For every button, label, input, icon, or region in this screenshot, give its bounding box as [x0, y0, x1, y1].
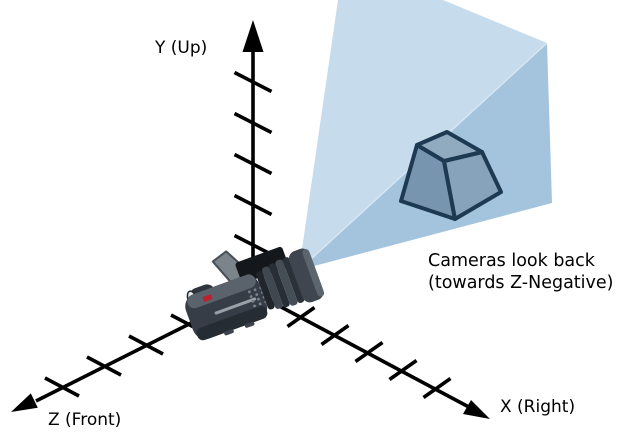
axis-tick: [233, 193, 273, 217]
camera-lens-hood: [288, 248, 324, 303]
annotation-line1: Cameras look back: [428, 251, 596, 271]
z-axis-arrowhead: [11, 393, 38, 412]
target-frustum-box: [399, 130, 503, 221]
y-axis-label: Y (Up): [154, 38, 207, 58]
camera-top-band: [235, 246, 289, 283]
x-axis-label: X (Right): [500, 397, 575, 417]
x-axis: [252, 290, 490, 419]
axis-tick: [233, 70, 273, 94]
x-axis-arrowhead: [463, 400, 490, 419]
axis-tick: [388, 359, 418, 381]
axis-tick: [286, 306, 316, 328]
camera-bottom-panel: [196, 306, 268, 341]
camera-light-stripe: [214, 297, 257, 315]
view-frustum: [298, 0, 552, 271]
record-indicator: [202, 294, 213, 302]
camera-lens-rings: [256, 257, 305, 310]
axis-tick: [128, 334, 164, 356]
y-axis-ticks: [233, 70, 273, 257]
axis-tick: [233, 233, 273, 257]
axis-tick: [320, 324, 350, 346]
camera-foot: [244, 321, 255, 328]
view-frustum-top-face: [299, 0, 547, 270]
axis-tick: [422, 377, 452, 399]
y-axis-arrowhead: [242, 20, 264, 52]
axis-tick: [86, 355, 122, 377]
axis-tick: [233, 152, 273, 176]
camera-foot: [224, 329, 234, 336]
annotation-line2: (towards Z-Negative): [428, 273, 613, 293]
z-axis-label: Z (Front): [48, 410, 121, 430]
camera-illustration: [185, 246, 325, 341]
box-top-face: [415, 130, 484, 163]
x-axis-ticks: [286, 306, 452, 399]
axis-tick: [233, 111, 273, 135]
axis-tick: [354, 341, 384, 363]
camera-lens-hood-highlight: [302, 249, 325, 297]
axis-tick: [44, 376, 80, 398]
